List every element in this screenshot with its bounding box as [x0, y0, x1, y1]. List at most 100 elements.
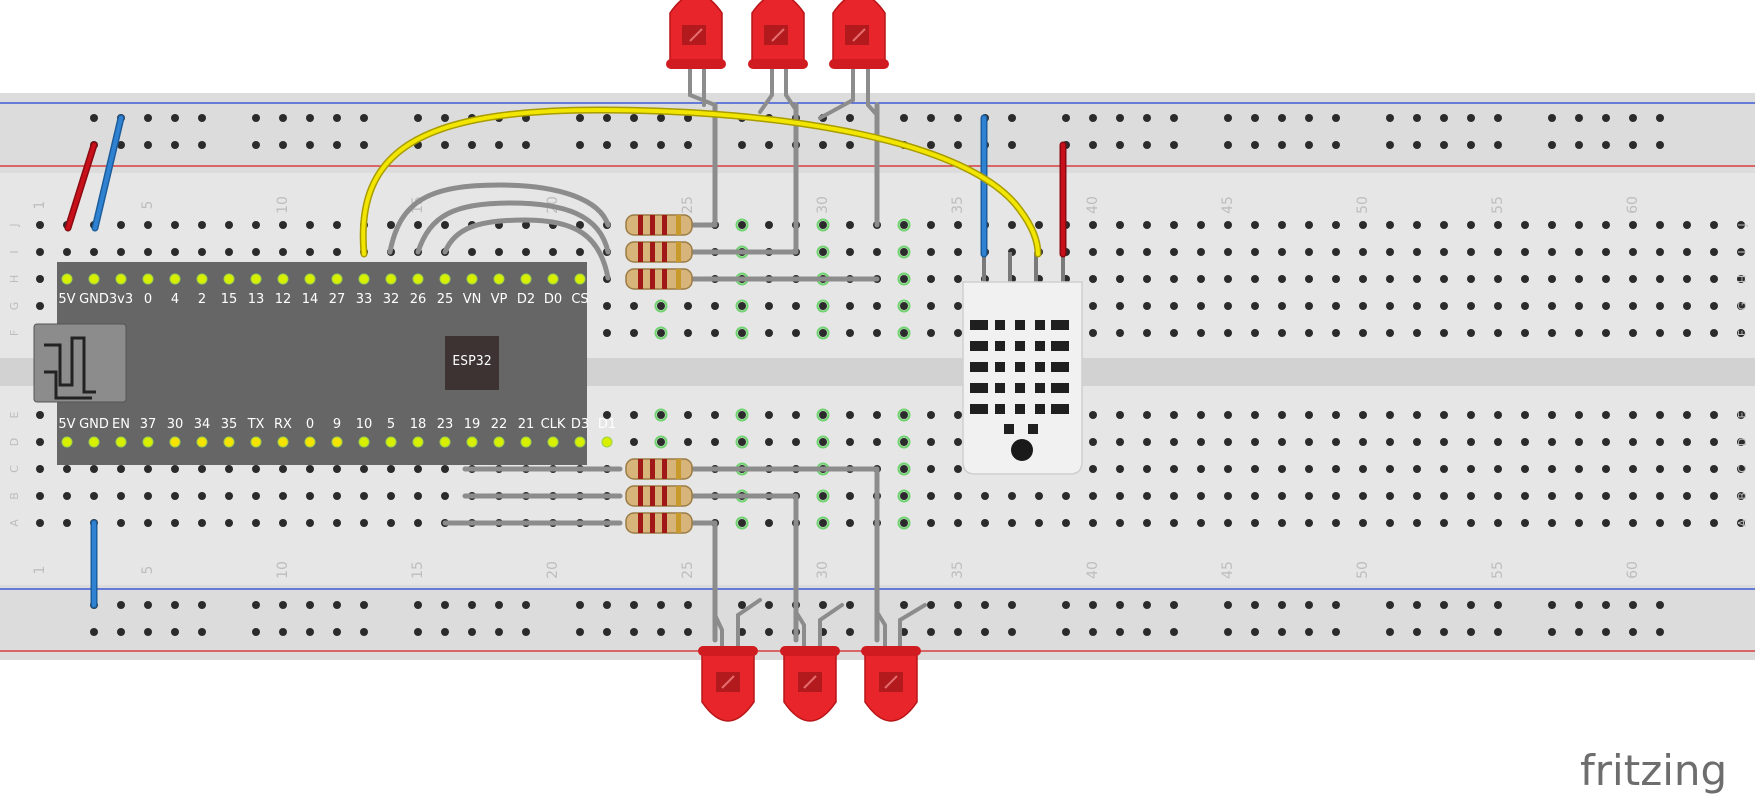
breadboard-hole [900, 519, 908, 527]
breadboard-hole [1305, 519, 1313, 527]
rail-hole [657, 628, 665, 636]
breadboard-hole [1089, 465, 1097, 473]
breadboard-hole [1494, 248, 1502, 256]
rail-hole [117, 628, 125, 636]
rail-hole [1332, 114, 1340, 122]
esp32-pin [574, 436, 586, 448]
breadboard-hole [846, 492, 854, 500]
row-letter: A [1736, 519, 1749, 527]
rail-hole [1278, 141, 1286, 149]
breadboard-hole [414, 519, 422, 527]
breadboard-hole [1602, 329, 1610, 337]
breadboard-hole [1089, 492, 1097, 500]
breadboard-hole [1548, 438, 1556, 446]
dht-vent [995, 341, 1005, 351]
breadboard-hole [468, 248, 476, 256]
breadboard-hole [1197, 519, 1205, 527]
breadboard-hole [1548, 248, 1556, 256]
breadboard-hole [1440, 411, 1448, 419]
breadboard-hole [63, 492, 71, 500]
rail-hole [1386, 628, 1394, 636]
breadboard-hole [603, 329, 611, 337]
breadboard-hole [1548, 492, 1556, 500]
breadboard-hole [1305, 329, 1313, 337]
breadboard-hole [279, 519, 287, 527]
led [698, 598, 762, 722]
breadboard-hole [1413, 248, 1421, 256]
connected-hole [654, 326, 668, 340]
breadboard-hole [1197, 275, 1205, 283]
rail-hole [1602, 114, 1610, 122]
breadboard-hole [117, 221, 125, 229]
jumper-wires [64, 106, 1067, 609]
rail-hole [279, 628, 287, 636]
wire-gray-arc-3 [442, 217, 611, 281]
breadboard-hole [1548, 302, 1556, 310]
breadboard-hole [1224, 302, 1232, 310]
dht-vent [1035, 383, 1045, 393]
rail-hole [1332, 141, 1340, 149]
dht-vent [1035, 341, 1045, 351]
rail-hole [1170, 114, 1178, 122]
breadboard-hole [1467, 465, 1475, 473]
esp32-pin [304, 273, 316, 285]
breadboard-hole [1413, 411, 1421, 419]
breadboard-hole [846, 248, 854, 256]
rail-hole [657, 114, 665, 122]
breadboard-hole [1197, 329, 1205, 337]
breadboard-hole [1575, 221, 1583, 229]
breadboard-hole [441, 221, 449, 229]
rail-hole [603, 114, 611, 122]
breadboard-hole [1413, 465, 1421, 473]
breadboard-hole [1197, 411, 1205, 419]
esp32-pin-label: 5V [58, 292, 75, 307]
rail-hole [819, 141, 827, 149]
breadboard-hole [1224, 438, 1232, 446]
breadboard-hole [1494, 438, 1502, 446]
esp32-pin [277, 273, 289, 285]
column-number: 45 [1220, 196, 1236, 214]
breadboard-hole [1629, 275, 1637, 283]
breadboard-hole [1683, 465, 1691, 473]
rail-hole [576, 601, 584, 609]
usb-connector [33, 323, 127, 403]
rail-hole [900, 601, 908, 609]
rail-hole [954, 628, 962, 636]
breadboard-hole [1386, 329, 1394, 337]
breadboard-hole [1575, 492, 1583, 500]
dht-mount-hole [1011, 439, 1033, 461]
breadboard-hole [36, 411, 44, 419]
breadboard-hole [252, 492, 260, 500]
breadboard-hole [1197, 302, 1205, 310]
breadboard-hole [1386, 275, 1394, 283]
rail-hole [603, 601, 611, 609]
breadboard-hole [927, 302, 935, 310]
breadboard-hole [846, 519, 854, 527]
breadboard-hole [927, 329, 935, 337]
dht-vent [1035, 362, 1045, 372]
esp32-pin-label: 33 [356, 292, 373, 307]
breadboard-hole [1143, 411, 1151, 419]
rail-hole [576, 141, 584, 149]
rail-hole [360, 141, 368, 149]
rail-hole [1224, 141, 1232, 149]
breadboard-hole [1737, 329, 1745, 337]
esp32-pin-label: 35 [221, 417, 238, 432]
wire-gray-arc-2 [415, 200, 611, 255]
rail-hole [198, 601, 206, 609]
rail-hole [1413, 628, 1421, 636]
esp32-pin [142, 436, 154, 448]
dht-sensor[interactable] [962, 252, 1083, 475]
breadboard-hole [1467, 438, 1475, 446]
connected-hole [897, 408, 911, 422]
rail-hole [576, 114, 584, 122]
rail-hole [1062, 114, 1070, 122]
connected-hole [735, 408, 749, 422]
esp32-pin [439, 273, 451, 285]
rail-hole [1062, 601, 1070, 609]
connected-hole [897, 299, 911, 313]
esp32-pin-label: 27 [329, 292, 346, 307]
breadboard-hole [1143, 329, 1151, 337]
breadboard-hole [711, 329, 719, 337]
